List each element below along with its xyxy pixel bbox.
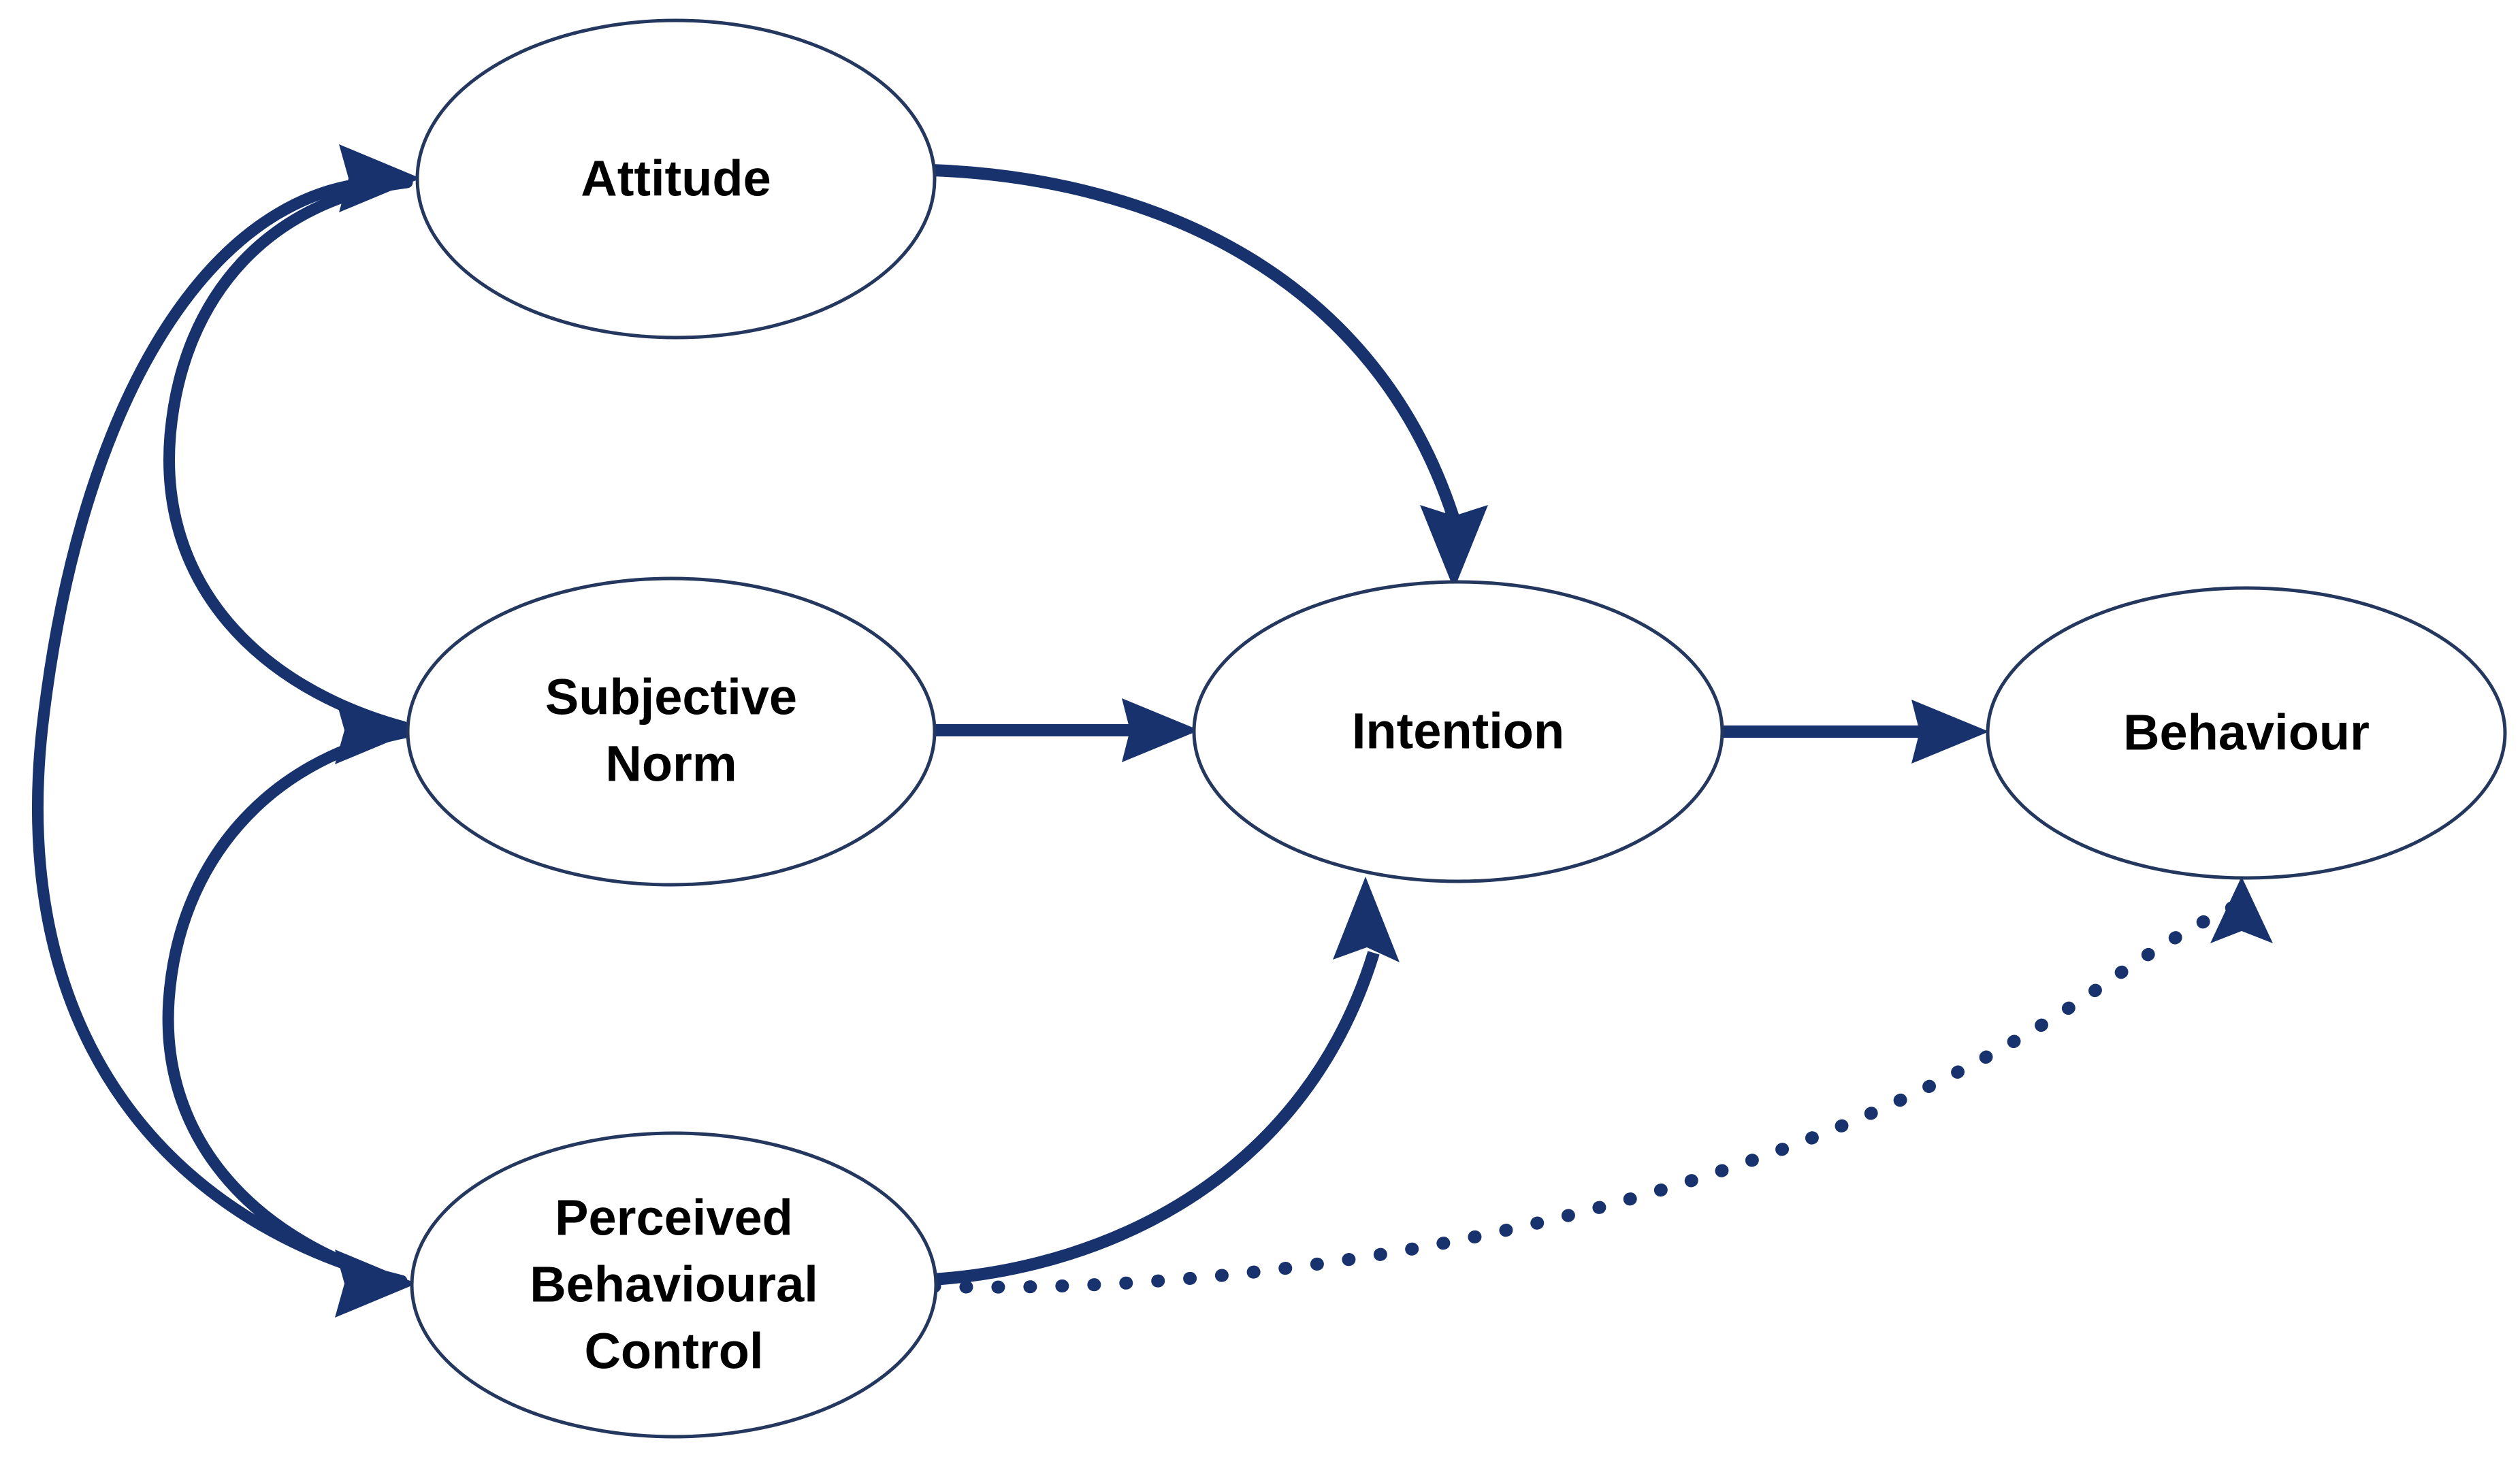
intention-ellipse[interactable] xyxy=(1192,580,1724,883)
subjective-norm-label-line-1: Subjective xyxy=(545,669,797,725)
behaviour-ellipse[interactable] xyxy=(1986,586,2507,880)
path-attitude-to-intention xyxy=(931,164,1459,519)
behaviour-label: Behaviour xyxy=(2123,704,2370,761)
edge-attitude-subjective-norm-correlation xyxy=(163,176,413,733)
perceived-behavioural-control-label-line-3: Control xyxy=(584,1323,763,1380)
subjective-norm-label-line-2: Norm xyxy=(605,736,737,792)
node-attitude[interactable]: Attitude xyxy=(415,18,937,340)
arrowhead-intention-to-behaviour xyxy=(1911,700,1989,764)
subjective-norm-ellipse[interactable] xyxy=(406,576,937,887)
attitude-label: Attitude xyxy=(581,150,771,207)
arrowhead-perceived-behavioural-control-to-behaviour xyxy=(2210,877,2273,943)
arrowhead-attitude-to-intention xyxy=(1420,505,1488,589)
correlation-curve-attitude-pbc xyxy=(31,176,411,1287)
perceived-behavioural-control-ellipse[interactable] xyxy=(410,1131,938,1439)
arrowhead-into-subjective-norm xyxy=(335,696,417,764)
node-intention[interactable]: Intention xyxy=(1192,580,1724,883)
arrowhead-into-attitude xyxy=(339,144,421,212)
node-subjective-norm[interactable]: Subjective Norm xyxy=(406,576,937,887)
edge-subjective-norm-perceived-behavioural-control-correlation xyxy=(162,726,412,1288)
node-behaviour[interactable]: Behaviour xyxy=(1986,586,2507,880)
edge-perceived-behavioural-control-to-behaviour xyxy=(927,877,2273,1294)
path-perceived-behavioural-control-to-behaviour xyxy=(927,898,2245,1294)
perceived-behavioural-control-label-line-1: Perceived xyxy=(555,1190,793,1246)
edge-attitude-to-intention xyxy=(931,164,1488,589)
correlation-curve-sn-pbc xyxy=(162,726,412,1288)
intention-label: Intention xyxy=(1352,703,1564,760)
correlation-curve-attitude-sn xyxy=(163,176,413,733)
attitude-ellipse[interactable] xyxy=(415,18,937,340)
path-perceived-behavioural-control-to-intention xyxy=(932,951,1380,1286)
perceived-behavioural-control-label-line-2: Behavioural xyxy=(530,1256,818,1313)
edge-subjective-norm-to-intention xyxy=(924,698,1199,762)
edge-perceived-behavioural-control-to-intention xyxy=(932,877,1400,1286)
node-perceived-behavioural-control[interactable]: Perceived Behavioural Control xyxy=(410,1131,938,1439)
arrowhead-subjective-norm-to-intention xyxy=(1122,698,1199,762)
arrowhead-perceived-behavioural-control-to-intention xyxy=(1333,877,1400,962)
edge-intention-to-behaviour xyxy=(1715,700,1989,764)
arrowhead-into-perceived-behavioural-control xyxy=(335,1250,417,1318)
edge-attitude-perceived-behavioural-control-correlation xyxy=(31,176,411,1287)
